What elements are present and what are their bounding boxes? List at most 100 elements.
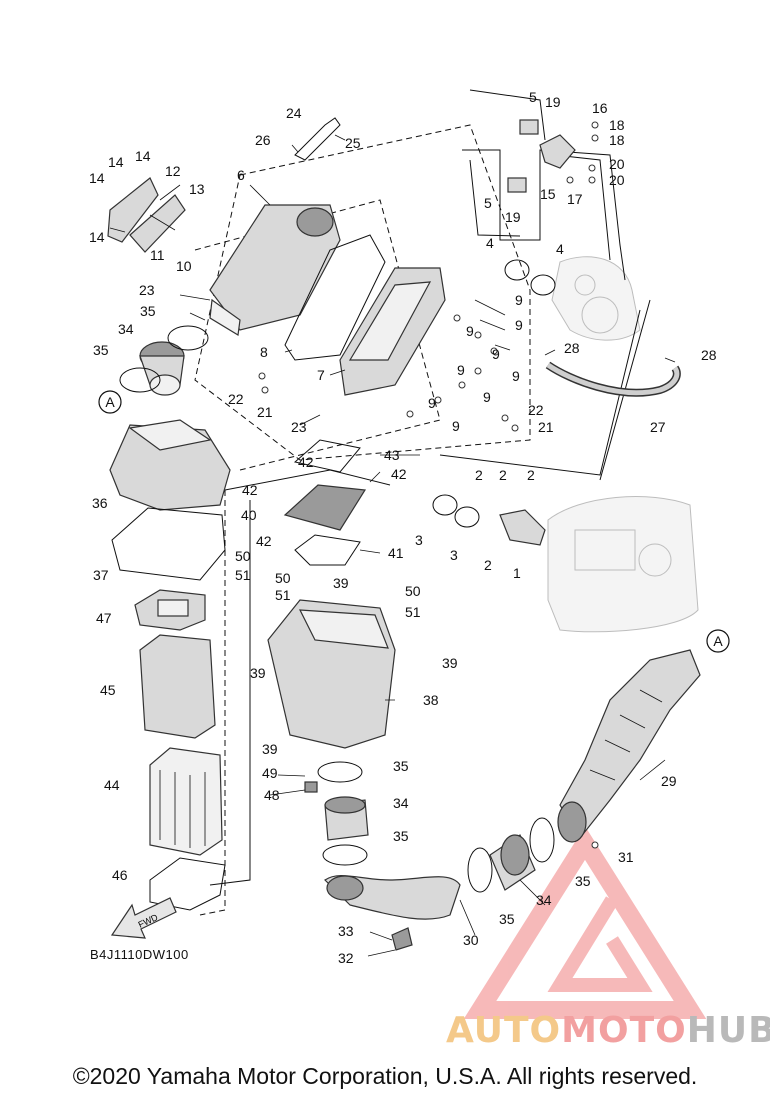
joint-1: [499, 509, 546, 546]
leader-lines: [109, 134, 676, 957]
callout: 18: [609, 132, 625, 148]
callout: 43: [384, 447, 400, 463]
callout: 42: [391, 466, 407, 482]
watermark-logo: [463, 826, 707, 1019]
gasket-8: [284, 234, 386, 361]
callout: 20: [609, 156, 625, 172]
watermark-text: AUTOMOTOHUB: [446, 1010, 770, 1051]
callout: 3: [450, 547, 458, 563]
callout: 51: [405, 604, 421, 620]
callout: 9: [492, 346, 500, 362]
callout: 5: [529, 89, 537, 105]
sensor-32: [391, 927, 413, 951]
callout: 21: [257, 404, 273, 420]
callout: 10: [176, 258, 192, 274]
callout: 16: [592, 100, 608, 116]
air-filter-element-45: [139, 634, 216, 739]
fwd-arrow: FWD: [110, 897, 177, 939]
callout: 23: [139, 282, 155, 298]
callout: 34: [536, 892, 552, 908]
callout: 2: [499, 467, 507, 483]
callout: 27: [650, 419, 666, 435]
callout: 50: [405, 583, 421, 599]
callout: 9: [428, 395, 436, 411]
screen-40: [283, 484, 367, 531]
clamp-35-f: [529, 817, 555, 863]
callout: 15: [540, 186, 556, 202]
clamp-3-a: [432, 494, 458, 516]
callout: 38: [423, 692, 439, 708]
callout: 28: [564, 340, 580, 356]
joint-34-upper: [139, 341, 185, 396]
callout: 22: [228, 391, 244, 407]
callout: 13: [189, 181, 205, 197]
frame-47: [134, 589, 206, 631]
engine-ghost-top: [551, 256, 641, 341]
callout-labels: 1 2 2 2 2 3 3 4 4 5 5 6 7 8 9 9 9 9 9 9 …: [89, 89, 717, 966]
callout: 37: [93, 567, 109, 583]
callout: 9: [452, 418, 460, 434]
callout: 42: [256, 533, 272, 549]
seal-41: [294, 534, 361, 566]
diagram-code: B4J1110DW100: [90, 947, 189, 962]
callout: 35: [140, 303, 156, 319]
callout: 2: [484, 557, 492, 573]
callout: 28: [701, 347, 717, 363]
engine-ghost-bottom: [547, 496, 699, 633]
clamp-35-d: [322, 844, 368, 866]
callout: 23: [291, 419, 307, 435]
clamp-4-a: [504, 259, 530, 281]
bracket-24: [294, 117, 341, 161]
callout: 19: [505, 209, 521, 225]
copyright-notice: ©2020 Yamaha Motor Corporation, U.S.A. A…: [72, 1063, 698, 1089]
svg-text:A: A: [713, 633, 723, 649]
callout: 35: [393, 828, 409, 844]
clamp-35-e: [467, 847, 493, 893]
callout: 32: [338, 950, 354, 966]
callout: 12: [165, 163, 181, 179]
callout: 47: [96, 610, 112, 626]
callout: 42: [298, 454, 314, 470]
callout: 29: [661, 773, 677, 789]
callout: 26: [255, 132, 271, 148]
callout: 3: [415, 532, 423, 548]
callout: 1: [513, 565, 521, 581]
callout: 5: [484, 195, 492, 211]
bolts: [258, 121, 599, 849]
ref-marker-a-left: A: [98, 390, 122, 414]
callout: 19: [545, 94, 561, 110]
callout: 39: [250, 665, 266, 681]
joint-34-right: [489, 834, 536, 891]
svg-text:A: A: [105, 394, 115, 410]
callout: 44: [104, 777, 120, 793]
callout: 50: [275, 570, 291, 586]
airbox-case-lower-7: [339, 267, 446, 396]
clamp-3-b: [454, 506, 480, 528]
callout: 48: [264, 787, 280, 803]
callout: 39: [333, 575, 349, 591]
intake-duct-30: [324, 874, 461, 920]
callout: 25: [345, 135, 361, 151]
clamp-35-b: [119, 367, 161, 393]
callout: 45: [100, 682, 116, 698]
callout: 36: [92, 495, 108, 511]
watermark-hub: HUB: [686, 1010, 770, 1051]
callout: 35: [499, 911, 515, 927]
callout: 9: [515, 317, 523, 333]
callout: 11: [150, 247, 165, 263]
bracket-12-13: [107, 177, 186, 253]
watermark-auto: AUTO: [446, 1010, 562, 1051]
airbox-case-upper-6: [209, 204, 341, 336]
callout: 14: [135, 148, 151, 164]
callout: 51: [275, 587, 291, 603]
callout: 35: [393, 758, 409, 774]
callout: 4: [556, 241, 564, 257]
callout: 9: [466, 323, 474, 339]
seal-43: [293, 439, 361, 473]
gasket-37: [111, 507, 226, 581]
callout: 14: [89, 229, 105, 245]
callout: 33: [338, 923, 354, 939]
callout: 21: [538, 419, 554, 435]
callout: 39: [442, 655, 458, 671]
callout: 46: [112, 867, 128, 883]
